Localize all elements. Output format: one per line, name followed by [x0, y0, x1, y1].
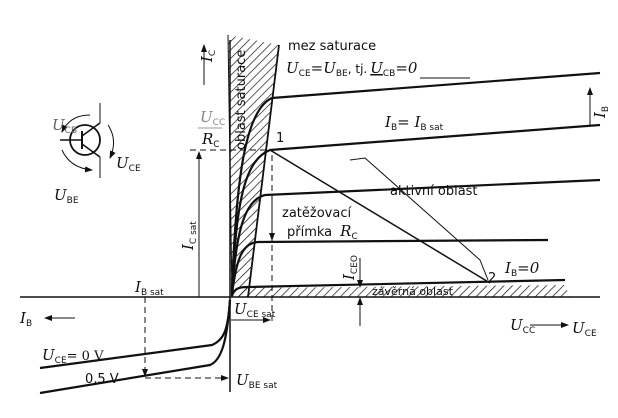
- iceo-label: ICEO: [340, 255, 360, 281]
- ib-right-label: IB: [591, 106, 611, 119]
- ucc-over-rc-denominator: RC: [201, 130, 220, 150]
- ucesat-label: UCE sat: [234, 300, 276, 320]
- ibsat-label: IB sat: [134, 278, 164, 298]
- curve-ib-low: [230, 238, 549, 296]
- uce-axis-label: UCE: [572, 319, 597, 339]
- curve-ib-sat: [230, 123, 601, 293]
- ubesat-label: UBE sat: [236, 371, 278, 391]
- ib-zero-label: IB=0: [504, 259, 540, 279]
- ucc-over-rc-numerator: UCC: [200, 108, 225, 128]
- point-1-label: 1: [276, 131, 284, 146]
- transistor-symbol: [60, 103, 116, 178]
- saturation-region-label: oblast saturace: [234, 50, 249, 150]
- ucc-label: UCC: [510, 316, 535, 336]
- saturation-left-boundary: [227, 34, 233, 298]
- uce-0v-label: UCE= 0 V: [42, 346, 104, 366]
- curve-ib-zero: [230, 278, 566, 297]
- symbol-ucb-label: UCB: [52, 116, 77, 136]
- cutoff-region-hatch: [235, 285, 570, 297]
- active-region-label: aktivní oblast: [390, 184, 478, 199]
- symbol-ube-label: UBE: [54, 186, 79, 206]
- saturation-condition: UCE=UBE, tj.UCB=0: [286, 59, 418, 79]
- icsat-label: IC sat: [179, 221, 199, 251]
- saturation-limit-line: [247, 44, 280, 298]
- cutoff-region-label: závěrná oblast: [372, 285, 454, 298]
- curve-ib-mid: [230, 178, 601, 295]
- ib-left-label: IB: [19, 309, 32, 329]
- ic-label: IC: [198, 50, 218, 63]
- saturation-limit-label: mez saturace: [288, 39, 376, 54]
- ib-sat-curve-label: IB= IB sat: [384, 113, 444, 133]
- load-line: [269, 149, 491, 284]
- input-curve-uce-05: [39, 299, 232, 395]
- uce-05v-label: 0,5 V: [85, 372, 119, 387]
- symbol-uce-label: UCE: [116, 154, 141, 174]
- point-2-label: 2: [488, 271, 496, 286]
- load-line-label-1: zatěžovací: [282, 206, 351, 221]
- active-region-callout: [349, 157, 489, 281]
